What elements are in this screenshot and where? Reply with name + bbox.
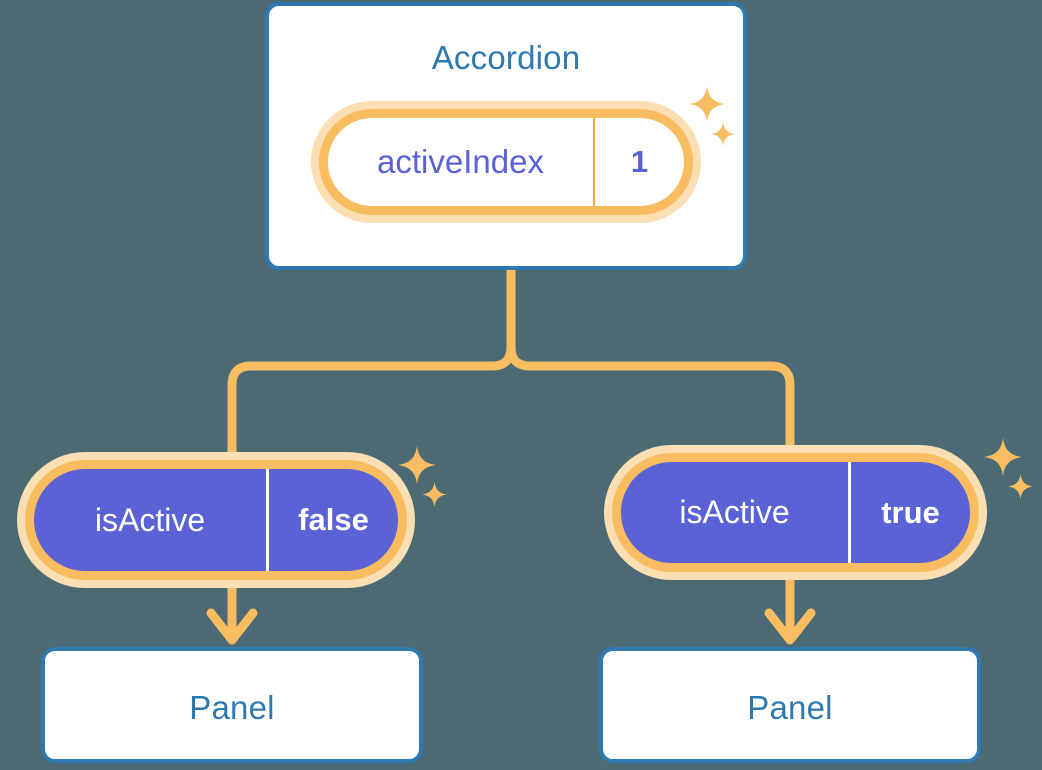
sparkle-icon (1008, 474, 1033, 499)
state-value: 1 (593, 118, 684, 206)
sparkle-icon (398, 446, 436, 484)
pill-body: isActive true (621, 462, 970, 563)
sparkle-icon (711, 122, 735, 146)
arrow-down-icon (206, 588, 258, 645)
arrow-down-icon (764, 580, 816, 645)
page-title: Accordion (431, 39, 581, 76)
state-key: isActive (679, 494, 790, 530)
state-key: isActive (94, 501, 206, 538)
sparkle-icon (422, 482, 447, 507)
state-pill-isactive-true[interactable]: isActive true (604, 445, 987, 580)
state-pill-isactive-false[interactable]: isActive false (17, 452, 415, 588)
state-key: activeIndex (377, 143, 544, 180)
panel-title: Panel (747, 689, 833, 726)
state-value: false (266, 469, 398, 571)
connector-right-branch (506, 265, 795, 452)
pill-body: activeIndex 1 (328, 118, 684, 206)
panel-card-right[interactable]: Panel (599, 647, 981, 763)
panel-card-left[interactable]: Panel (41, 647, 423, 763)
state-pill-activeindex[interactable]: activeIndex 1 (311, 101, 701, 223)
sparkle-icon (984, 438, 1022, 476)
state-value: true (848, 462, 970, 563)
pill-body: isActive false (34, 469, 398, 571)
sparkle-icon (689, 86, 725, 122)
connector-left-branch (227, 265, 516, 457)
panel-title: Panel (189, 689, 275, 726)
